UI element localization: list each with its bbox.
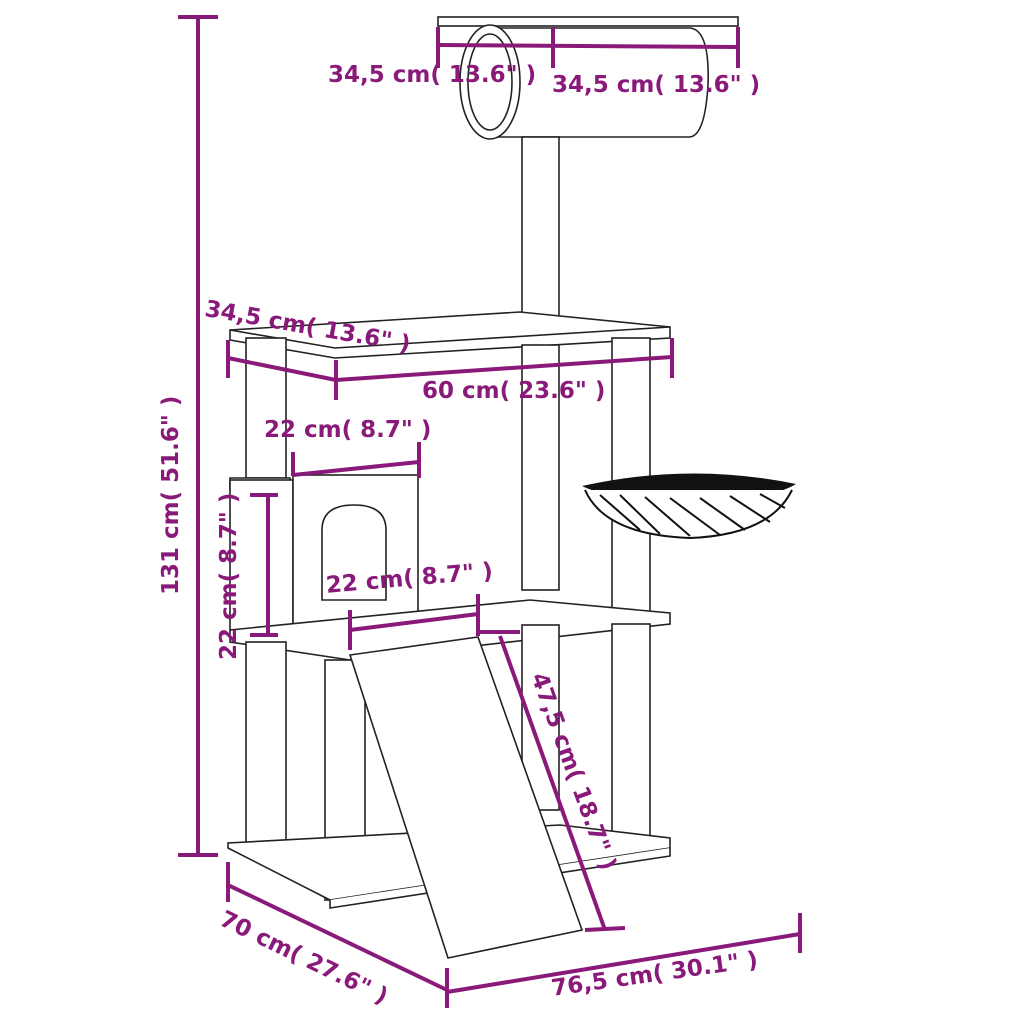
cat-house	[229, 474, 419, 636]
house-height-label: 22 cm( 8.7" )	[216, 492, 242, 660]
ramp	[348, 636, 584, 959]
top-tunnel	[437, 16, 739, 140]
dimension-lines	[178, 15, 802, 1008]
tunnel-width-label: 34,5 cm( 13.6" )	[328, 62, 537, 88]
house-width-label: 22 cm( 8.7" )	[264, 417, 432, 443]
top-pole	[521, 136, 560, 318]
hammock	[582, 473, 796, 540]
tunnel-depth-label: 34,5 cm( 13.6" )	[552, 72, 761, 98]
platform-width-label: 60 cm( 23.6" )	[422, 378, 606, 404]
lower-platform	[229, 599, 671, 661]
total-height-label: 131 cm( 51.6" )	[158, 395, 184, 595]
